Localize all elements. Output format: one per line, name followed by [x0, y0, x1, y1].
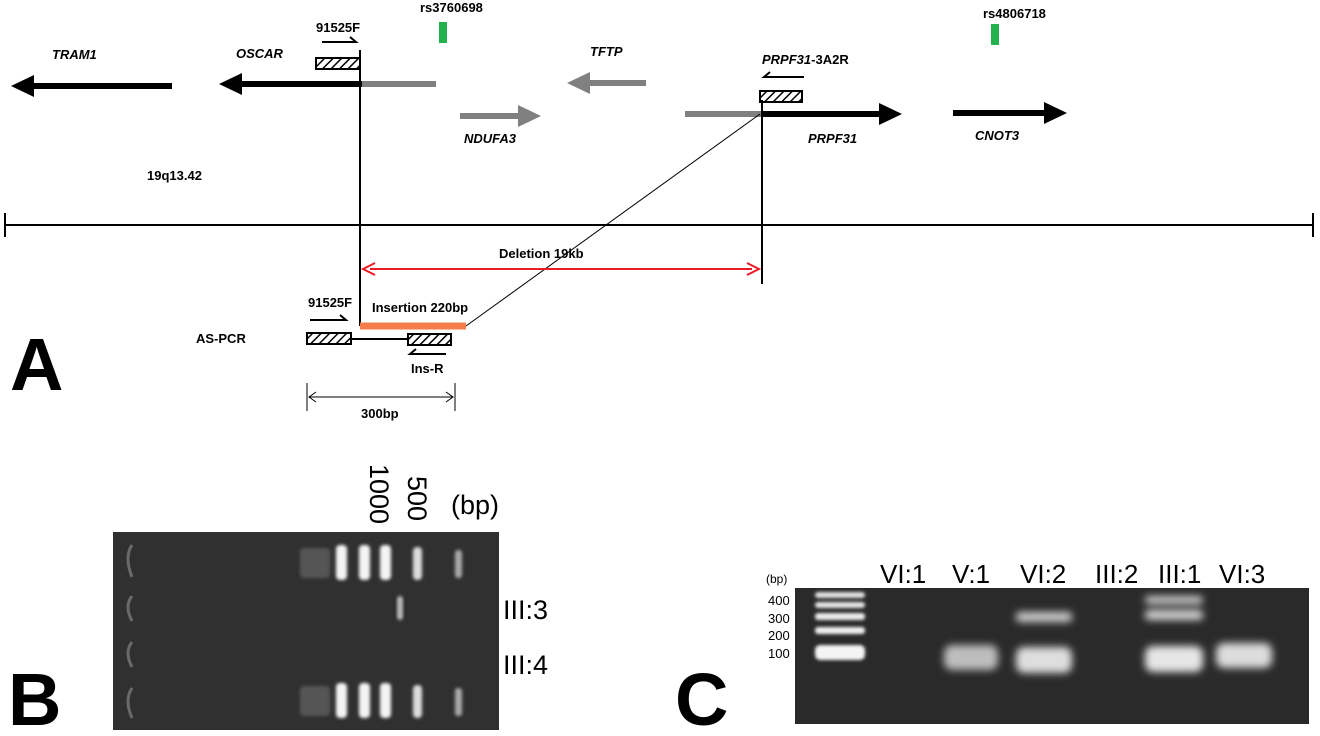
- panel-c: (bp) 400 300 200 100 VI:1 V:1 VI:2 III:2…: [675, 559, 1309, 736]
- gel-b-wells: [126, 544, 134, 719]
- unit-label-b: (bp): [451, 490, 499, 520]
- locus-label: 19q13.42: [147, 168, 202, 183]
- lane-label-v1: V:1: [952, 559, 990, 589]
- primer-arrow-91525f-bottom: [310, 314, 349, 321]
- deletion-arrow: [360, 262, 762, 276]
- snp-marker-rs3760698: [439, 22, 447, 43]
- lane-label-vi1: VI:1: [880, 559, 926, 589]
- gene-arrow-tftp: [567, 72, 646, 94]
- gene-label-ndufa3: NDUFA3: [464, 131, 517, 146]
- insertion-label: Insertion 220bp: [372, 300, 468, 315]
- gene-label-cnot3: CNOT3: [975, 128, 1020, 143]
- gene-label-prpf31: PRPF31: [808, 131, 857, 146]
- panel-a: TRAM1 OSCAR 91525F rs3760698 NDUFA3 TFTP: [4, 0, 1314, 421]
- primer-suffix-3a2r: -3A2R: [811, 52, 849, 67]
- ladder-mark-400: 400: [768, 593, 790, 608]
- gel-b-bands-top: [300, 545, 462, 580]
- panel-letter-a: A: [10, 323, 63, 406]
- gene-arrow-ndufa3: [460, 105, 541, 127]
- gene-arrow-tram1: [11, 75, 172, 97]
- chromosome-line: [4, 213, 1314, 237]
- snp-label-rs4806718: rs4806718: [983, 6, 1046, 21]
- ladder-label-1000: 1000: [364, 464, 394, 524]
- product-size-label: 300bp: [361, 406, 399, 421]
- product-size-dimension: [306, 383, 456, 411]
- ladder-mark-200: 200: [768, 628, 790, 643]
- snp-label-rs3760698: rs3760698: [420, 0, 483, 15]
- ladder-mark-100: 100: [768, 646, 790, 661]
- primer-arrow-ins-r: [407, 348, 446, 355]
- primer-label-91525f-bottom: 91525F: [308, 295, 352, 310]
- gene-label-tftp: TFTP: [590, 44, 623, 59]
- lane-label-iii1: III:1: [1158, 559, 1201, 589]
- lane-label-iii2: III:2: [1095, 559, 1138, 589]
- lane-label-iii4: III:4: [503, 650, 548, 680]
- primer-box-ins-r: [407, 333, 452, 346]
- gene-label-oscar: OSCAR: [236, 46, 284, 61]
- gel-b-band-iii3: [397, 596, 403, 620]
- deletion-label: Deletion 19kb: [499, 246, 584, 261]
- primer-arrow-prpf31-3a2r: [761, 71, 804, 78]
- gel-c-bands: [944, 596, 1272, 673]
- gene-arrow-oscar: [219, 73, 436, 95]
- gene-label-tram1: TRAM1: [52, 47, 97, 62]
- unit-label-c: (bp): [766, 572, 787, 586]
- primer-label-prpf31-3a2r: PRPF31-3A2R: [762, 52, 849, 67]
- panel-letter-b: B: [8, 658, 61, 736]
- lane-label-iii3: III:3: [503, 595, 548, 625]
- gene-arrow-cnot3: [953, 102, 1067, 124]
- primer-label-ins-r: Ins-R: [411, 361, 444, 376]
- snp-marker-rs4806718: [991, 24, 999, 45]
- primer-arrow-91525f-top: [322, 36, 359, 43]
- gel-b-bands-bottom: [300, 683, 462, 718]
- gel-c-ladder: [815, 592, 865, 660]
- ladder-label-500: 500: [402, 476, 432, 521]
- primer-box-prpf31-3a2r: [759, 90, 803, 103]
- primer-box-91525f-bottom: [306, 332, 352, 345]
- ladder-mark-300: 300: [768, 611, 790, 626]
- gene-arrow-prpf31: [685, 103, 902, 125]
- lane-label-vi2: VI:2: [1020, 559, 1066, 589]
- as-pcr-label: AS-PCR: [196, 331, 246, 346]
- panel-b: 1000 500 (bp) III:3 III:4 B: [8, 464, 548, 736]
- primer-gene-prpf31: PRPF31: [762, 52, 811, 67]
- panel-letter-c: C: [675, 658, 728, 736]
- lane-label-vi3: VI:3: [1219, 559, 1265, 589]
- primer-box-91525f-top: [315, 57, 361, 70]
- breakpoint-connector: [465, 113, 761, 327]
- primer-label-91525f-top: 91525F: [316, 20, 360, 35]
